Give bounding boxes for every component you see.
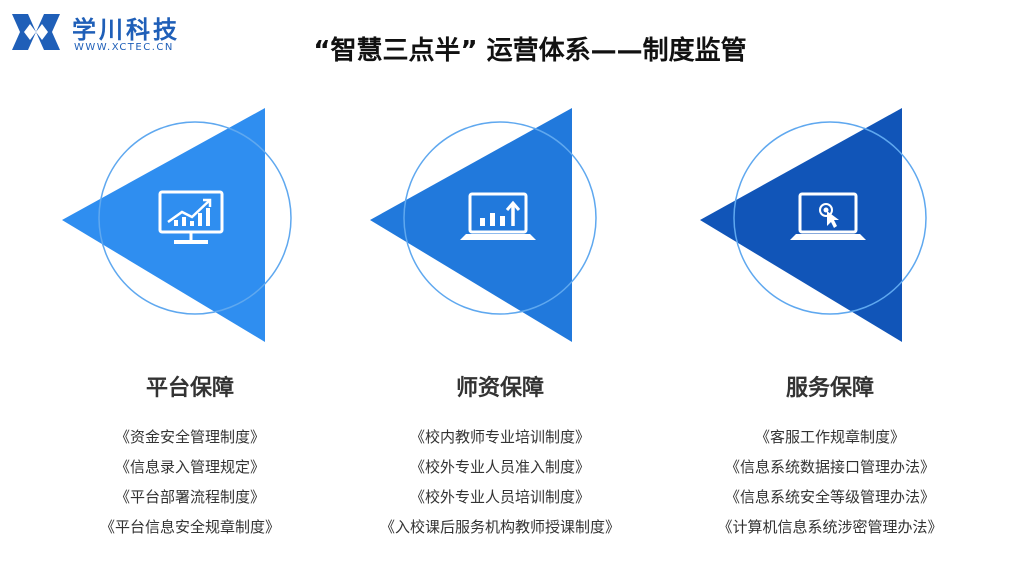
company-url: WWW.XCTEC.CN <box>74 42 174 53</box>
column-teachers: 师资保障 《校内教师专业培训制度》 《校外专业人员准入制度》 《校外专业人员培训… <box>350 100 650 560</box>
policy-item: 《入校课后服务机构教师授课制度》 <box>379 518 620 536</box>
laptop-chart-icon <box>460 192 536 240</box>
policy-item: 《校内教师专业培训制度》 <box>409 428 590 446</box>
policy-item: 《资金安全管理制度》 <box>114 428 265 446</box>
policy-item: 《平台信息安全规章制度》 <box>99 518 280 536</box>
policy-item: 《计算机信息系统涉密管理办法》 <box>717 518 943 536</box>
column-title: 服务保障 <box>785 376 874 401</box>
policy-item: 《客服工作规章制度》 <box>754 428 905 446</box>
logo-mark-icon <box>12 14 60 50</box>
company-logo: 学川科技 WWW.XCTEC.CN <box>8 6 208 56</box>
monitor-chart-icon <box>158 190 224 244</box>
company-name: 学川科技 <box>72 16 180 44</box>
triangle-shape <box>62 108 265 342</box>
policy-item: 《校外专业人员准入制度》 <box>409 458 590 476</box>
column-title: 师资保障 <box>455 376 544 401</box>
policy-list: 《资金安全管理制度》 《信息录入管理规定》 《平台部署流程制度》 《平台信息安全… <box>20 422 360 542</box>
policy-item: 《校外专业人员培训制度》 <box>409 488 590 506</box>
ring-shape <box>733 121 927 315</box>
policy-list: 《校内教师专业培训制度》 《校外专业人员准入制度》 《校外专业人员培训制度》 《… <box>330 422 670 542</box>
column-platform: 平台保障 《资金安全管理制度》 《信息录入管理规定》 《平台部署流程制度》 《平… <box>40 100 340 560</box>
policy-list: 《客服工作规章制度》 《信息系统数据接口管理办法》 《信息系统安全等级管理办法》… <box>660 422 1000 542</box>
policy-item: 《信息录入管理规定》 <box>114 458 265 476</box>
policy-item: 《信息系统数据接口管理办法》 <box>724 458 935 476</box>
page-title: “智慧三点半” 运营体系——制度监管 <box>313 36 747 66</box>
laptop-cursor-icon <box>790 192 866 240</box>
column-service: 服务保障 《客服工作规章制度》 《信息系统数据接口管理办法》 《信息系统安全等级… <box>680 100 980 560</box>
policy-item: 《平台部署流程制度》 <box>114 488 265 506</box>
ring-shape <box>98 121 292 315</box>
ring-shape <box>403 121 597 315</box>
policy-item: 《信息系统安全等级管理办法》 <box>724 488 935 506</box>
column-title: 平台保障 <box>145 376 234 401</box>
